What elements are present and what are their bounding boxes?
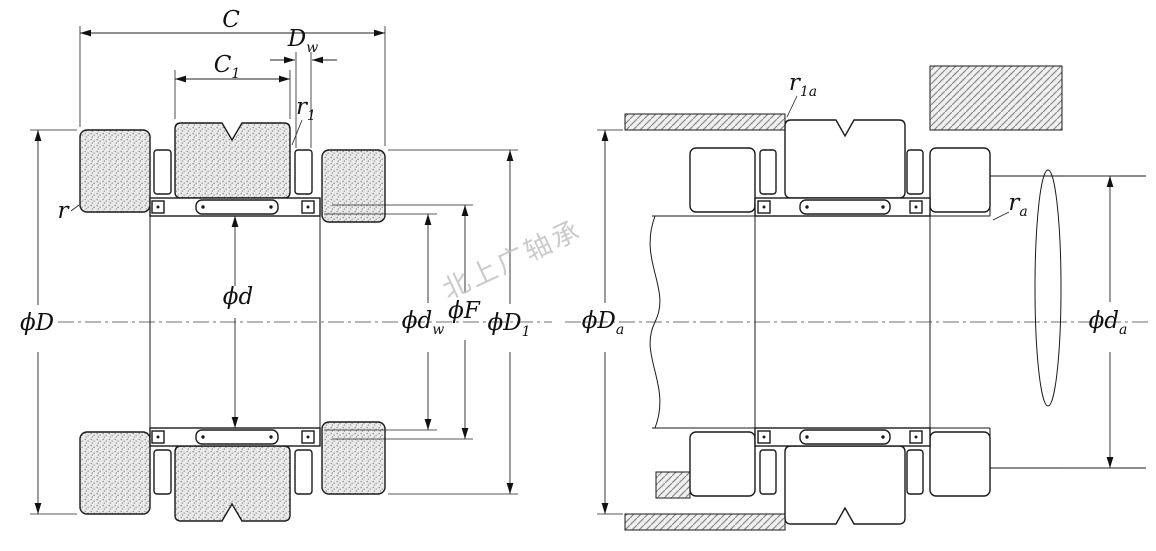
rivet — [201, 205, 205, 209]
outer-ring — [929, 147, 991, 213]
rivet — [762, 205, 766, 209]
label-r1-main: r — [296, 94, 309, 120]
label-phidw-main: ϕd — [402, 308, 432, 334]
left-dimensions: C Dw C1 r1 r ϕD ϕd ϕdw — [20, 7, 531, 515]
label-phida-sub: a — [1119, 322, 1127, 338]
thrust-collar — [174, 445, 291, 522]
leader-line — [786, 95, 798, 118]
label-r1-sub: 1 — [307, 108, 316, 124]
label-phiDa-main: ϕD — [582, 308, 616, 334]
outer-ring — [79, 431, 151, 515]
outer-ring — [689, 147, 756, 213]
label-Dw-main: D — [287, 26, 306, 52]
rivet — [306, 435, 310, 439]
needle-cage — [799, 429, 891, 445]
rivet — [306, 205, 310, 209]
label-C: C — [222, 7, 240, 33]
label-C1-sub: 1 — [231, 66, 240, 82]
label-phida: ϕda — [1089, 308, 1128, 338]
rivet — [881, 205, 885, 209]
housing-block — [929, 65, 1063, 131]
outer-ring — [79, 129, 151, 213]
break-ellipse — [1034, 169, 1062, 407]
rivet — [805, 435, 809, 439]
label-ra-main: r — [1008, 190, 1021, 216]
housing-abutment — [624, 113, 786, 131]
housing-block — [655, 471, 691, 499]
label-phiDa: ϕDa — [582, 308, 624, 338]
label-phidw: ϕdw — [402, 308, 444, 338]
outer-ring — [321, 149, 386, 223]
right-dimensions: r1a ra ϕDa ϕda — [582, 70, 1128, 515]
label-ra-sub: a — [1019, 204, 1027, 220]
thrust-collar — [784, 119, 906, 199]
thrust-roller — [153, 149, 172, 195]
housing-abutment — [624, 513, 786, 531]
label-phid: ϕd — [223, 284, 253, 310]
label-C-main: C — [222, 7, 240, 33]
label-phid-main: ϕd — [223, 284, 253, 310]
label-phiD1-sub: 1 — [522, 324, 531, 340]
label-r1: r1 — [296, 94, 316, 124]
rivet — [914, 435, 918, 439]
needle-cage — [195, 199, 279, 215]
label-r1a-main: r — [789, 70, 802, 96]
label-phiDa-sub: a — [616, 322, 624, 338]
outer-ring — [929, 431, 991, 497]
label-phida-main: ϕd — [1089, 308, 1119, 334]
outer-ring — [689, 431, 756, 497]
label-ra: ra — [1008, 190, 1027, 220]
label-r1a: r1a — [789, 70, 817, 100]
label-r1a-sub: 1a — [800, 84, 817, 100]
label-phiD1-main: ϕD — [487, 310, 521, 336]
label-phiD: ϕD — [20, 310, 54, 336]
rivet — [881, 435, 885, 439]
needle-cage — [195, 429, 279, 445]
break-line — [649, 215, 661, 429]
thrust-collar — [784, 445, 906, 525]
label-phiD-main: ϕD — [20, 310, 54, 336]
leader-line — [992, 211, 1010, 221]
label-r: r — [58, 198, 71, 224]
rivet — [156, 435, 160, 439]
leader-line — [70, 204, 80, 212]
thrust-roller — [906, 449, 924, 495]
leader-line — [291, 119, 303, 146]
thrust-roller — [906, 149, 924, 195]
thrust-roller — [153, 449, 172, 495]
label-Dw: Dw — [287, 26, 318, 56]
label-phiD1: ϕD1 — [487, 310, 530, 340]
watermark-text: 北上广轴承 — [438, 215, 587, 306]
rivet — [269, 435, 273, 439]
rivet — [269, 205, 273, 209]
label-phiF-main: ϕF — [448, 298, 481, 324]
label-phiF: ϕF — [448, 298, 481, 324]
thrust-roller — [759, 449, 777, 495]
rivet — [201, 435, 205, 439]
rivet — [762, 435, 766, 439]
label-Dw-sub: w — [306, 40, 318, 56]
outer-ring — [321, 421, 386, 495]
right-figure — [565, 65, 1150, 531]
label-C1-main: C — [214, 52, 232, 78]
thrust-collar — [174, 122, 291, 199]
rivet — [805, 205, 809, 209]
label-C1: C1 — [214, 52, 241, 82]
thrust-roller — [294, 149, 313, 195]
left-figure — [58, 122, 552, 522]
label-phidw-sub: w — [432, 322, 444, 338]
rivet — [914, 205, 918, 209]
rivet — [156, 205, 160, 209]
needle-cage — [799, 199, 891, 215]
label-r-main: r — [58, 198, 71, 224]
thrust-roller — [294, 449, 313, 495]
thrust-roller — [759, 149, 777, 195]
